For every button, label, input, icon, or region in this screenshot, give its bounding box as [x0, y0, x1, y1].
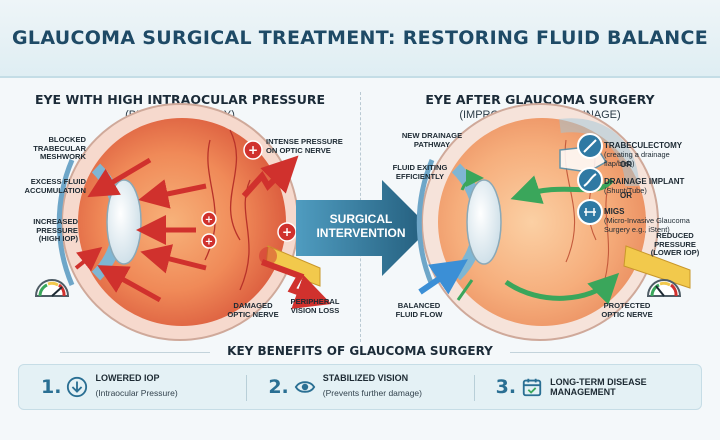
surgical-options — [559, 118, 639, 225]
label-balanced-flow: BALANCED FLUID FLOW — [395, 301, 443, 319]
svg-text:+: + — [248, 143, 258, 157]
left-pressure-gauge — [34, 279, 70, 297]
label-blocked-meshwork: BLOCKED TRABECULAR MESHWORK — [33, 135, 86, 161]
benefit-item: 1. LOWERED IOP (Intraocular Pressure) — [19, 365, 246, 409]
option-migs-name: MIGS — [604, 207, 625, 217]
eye-icon — [294, 381, 316, 393]
benefit-text: LONG-TERM DISEASE MANAGEMENT — [550, 377, 647, 397]
label-reduced-pressure: REDUCED PRESSURE (LOWER IOP) — [650, 231, 700, 257]
benefit-item: 2. STABILIZED VISION (Prevents further da… — [246, 365, 473, 409]
benefit-name: LOWERED IOP — [95, 373, 160, 383]
option-implant-desc: (Shunt/Tube) — [604, 186, 647, 196]
benefit-number: 1. — [41, 376, 62, 398]
option-trabeculectomy-name: TRABECULECTOMY — [604, 141, 683, 151]
calendar-check-icon — [522, 378, 542, 397]
option-migs: MIGS(Micro-Invasive Glaucoma Surgery e.g… — [604, 200, 690, 234]
left-heading: EYE WITH HIGH INTRAOCULAR PRESSURE — [34, 92, 326, 107]
option-implant-name: DRAINAGE IMPLANT — [604, 177, 685, 187]
label-excess-fluid: EXCESS FLUID ACCUMULATION — [24, 177, 86, 195]
option-trabeculectomy: TRABECULECTOMY(creating a drainage flap/… — [604, 134, 682, 168]
label-peripheral-loss: PERIPHERAL VISION LOSS — [290, 297, 340, 315]
option-migs-desc: (Micro-Invasive Glaucoma Surgery e.g., i… — [604, 216, 690, 234]
svg-text:+: + — [205, 215, 213, 226]
or-text-1: OR — [620, 160, 632, 169]
benefit-text: LOWERED IOP (Intraocular Pressure) — [95, 373, 177, 401]
page-title: GLAUCOMA SURGICAL TREATMENT: RESTORING F… — [12, 27, 708, 49]
label-new-pathway: NEW DRAINAGE PATHWAY — [401, 131, 463, 149]
benefit-text: STABILIZED VISION (Prevents further damag… — [323, 373, 422, 401]
right-heading: EYE AFTER GLAUCOMA SURGERY — [425, 92, 655, 107]
option-trabeculectomy-desc: (creating a drainage flap/bleb) — [604, 150, 670, 168]
benefit-desc: (Intraocular Pressure) — [95, 388, 178, 398]
label-increased-pressure: INCREASED PRESSURE (HIGH IOP) — [33, 217, 78, 243]
label-fluid-exiting: FLUID EXITING EFFICIENTLY — [392, 163, 448, 181]
title-bar: GLAUCOMA SURGICAL TREATMENT: RESTORING F… — [0, 0, 720, 78]
svg-text:+: + — [282, 225, 292, 239]
benefits-bar: 1. LOWERED IOP (Intraocular Pressure) 2. … — [18, 364, 702, 410]
benefit-number: 2. — [268, 376, 289, 398]
benefit-desc: (Prevents further damage) — [322, 388, 422, 398]
benefit-name: LONG-TERM DISEASE MANAGEMENT — [550, 377, 647, 397]
benefit-number: 3. — [495, 376, 517, 398]
left-eye: + + + + — [56, 103, 332, 341]
svg-text:+: + — [205, 237, 213, 248]
benefit-name: STABILIZED VISION — [322, 373, 409, 383]
benefits-title: KEY BENEFITS OF GLAUCOMA SURGERY — [0, 344, 720, 358]
label-intense-pressure: INTENSE PRESSURE ON OPTIC NERVE — [266, 137, 343, 155]
down-arrow-circle-icon — [67, 376, 88, 398]
benefit-item: 3. LONG-TERM DISEASE MANAGEMENT — [473, 365, 701, 409]
label-protected-nerve: PROTECTED OPTIC NERVE — [601, 301, 653, 319]
label-damaged-nerve: DAMAGED OPTIC NERVE — [227, 301, 279, 319]
or-text-2: OR — [620, 191, 632, 200]
option-drainage-implant: DRAINAGE IMPLANT(Shunt/Tube) — [604, 170, 684, 196]
arrow-text: SURGICAL INTERVENTION — [316, 212, 406, 241]
surgical-intervention-arrow — [296, 180, 430, 276]
right-pressure-gauge — [646, 279, 682, 297]
